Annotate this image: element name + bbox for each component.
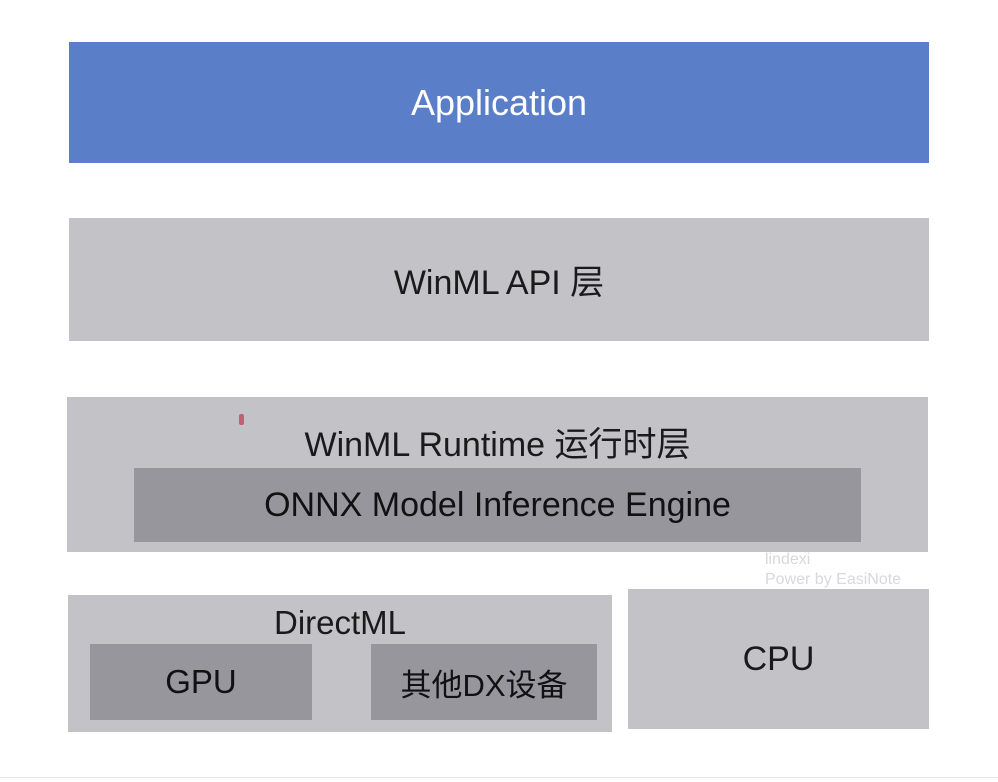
onnx-inference-engine-box: ONNX Model Inference Engine <box>134 468 861 542</box>
directml-box: DirectML GPU 其他DX设备 <box>68 595 612 732</box>
gpu-label: GPU <box>165 663 237 700</box>
watermark: lindexi Power by EasiNote <box>765 550 901 590</box>
winml-runtime-layer-box: WinML Runtime 运行时层 ONNX Model Inference … <box>67 397 928 552</box>
cpu-label: CPU <box>742 639 815 678</box>
application-layer-box: Application <box>69 42 929 163</box>
other-dx-devices-box: 其他DX设备 <box>371 644 597 720</box>
gpu-box: GPU <box>90 644 312 720</box>
winml-api-layer-label: WinML API 层 <box>393 264 605 302</box>
page-bottom-edge-line <box>0 777 998 778</box>
other-dx-devices-label: 其他DX设备 <box>400 667 568 703</box>
red-ink-annotation-mark <box>239 414 244 425</box>
watermark-line2: Power by EasiNote <box>765 571 902 588</box>
cpu-box: CPU <box>628 589 929 729</box>
winml-api-layer-box: WinML API 层 <box>69 218 929 341</box>
winml-runtime-layer-label: WinML Runtime 运行时层 <box>304 426 691 464</box>
application-layer-label: Application <box>410 81 588 123</box>
onnx-inference-engine-label: ONNX Model Inference Engine <box>264 485 731 524</box>
directml-label: DirectML <box>273 604 407 641</box>
watermark-line1: lindexi <box>765 551 811 568</box>
